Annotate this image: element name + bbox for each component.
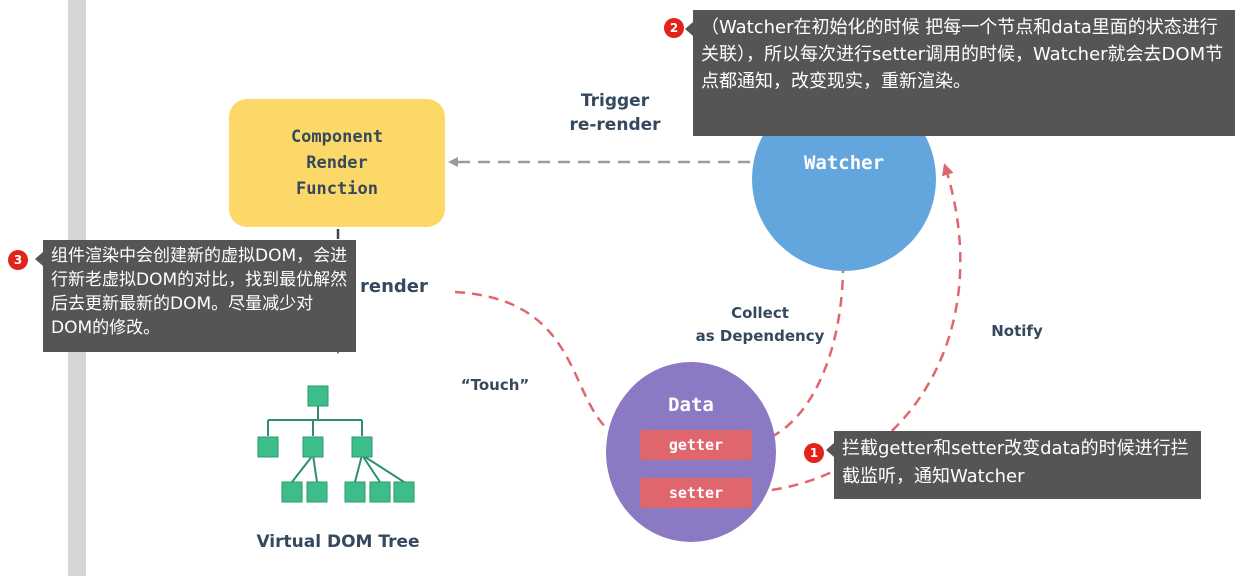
getter-pill: getter xyxy=(640,430,752,460)
virtual-dom-tree-icon xyxy=(257,385,415,503)
annotation-2-badge: 2 xyxy=(664,18,684,38)
component-label-line3: Function xyxy=(296,179,378,199)
component-label-line1: Component xyxy=(290,127,384,147)
collect-label-line2: as Dependency xyxy=(695,327,825,345)
component-label-line2: Render xyxy=(306,153,368,173)
collect-label: Collect as Dependency xyxy=(686,302,834,348)
data-label: Data xyxy=(668,394,714,416)
annotation-1-note: 拦截getter和setter改变data的时候进行拦截监听，通知Watcher xyxy=(826,431,1201,499)
annotation-1-badge: 1 xyxy=(804,443,824,463)
touch-arrow xyxy=(454,290,639,448)
trigger-label-line1: Trigger xyxy=(580,91,650,111)
annotation-3-note: 组件渲染中会创建新的虚拟DOM，会进行新老虚拟DOM的对比，找到最优解然后去更新… xyxy=(35,240,356,352)
trigger-label: Trigger re-render xyxy=(560,89,670,137)
setter-pill: setter xyxy=(640,478,752,508)
component-render-function-box: Component Render Function xyxy=(229,99,445,227)
virtual-dom-tree-label: Virtual DOM Tree xyxy=(256,532,420,552)
touch-label: “Touch” xyxy=(460,376,530,394)
watcher-label: Watcher xyxy=(803,152,885,174)
annotation-2-note: （Watcher在初始化的时候 把每一个节点和data里面的状态进行关联），所以… xyxy=(685,10,1235,136)
notify-label: Notify xyxy=(991,322,1043,340)
collect-label-line1: Collect xyxy=(731,304,789,322)
trigger-label-line2: re-render xyxy=(569,115,661,135)
notify-arrow xyxy=(754,163,962,494)
annotation-3-badge: 3 xyxy=(8,250,28,270)
render-label: render xyxy=(360,276,428,297)
